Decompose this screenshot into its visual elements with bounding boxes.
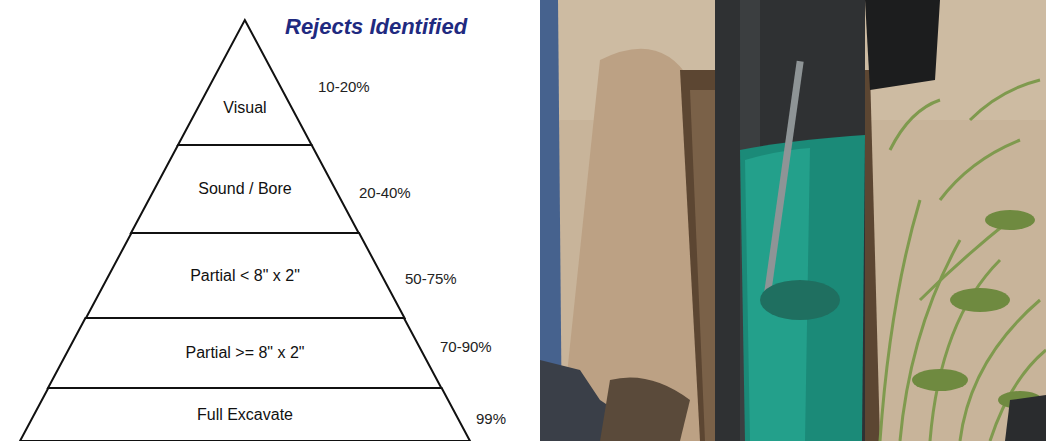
pyramid-band: Full Excavate xyxy=(20,388,470,441)
pyramid-band: Partial < 8" x 2" xyxy=(86,233,405,318)
pyramid-band: Visual xyxy=(178,20,312,145)
pyramid-band: Partial >= 8" x 2" xyxy=(48,318,441,388)
diagram-title: Rejects Identified xyxy=(285,14,467,40)
band-label: Full Excavate xyxy=(197,406,293,424)
percentage-label: 10-20% xyxy=(318,78,370,95)
percentage-label: 70-90% xyxy=(440,338,492,355)
band-label: Partial >= 8" x 2" xyxy=(185,344,304,362)
percentage-label: 99% xyxy=(476,410,506,427)
percentage-label: 50-75% xyxy=(405,270,457,287)
band-label: Partial < 8" x 2" xyxy=(190,267,300,285)
band-label: Visual xyxy=(223,99,266,117)
percentage-label: 20-40% xyxy=(359,184,411,201)
band-label: Sound / Bore xyxy=(198,180,291,198)
band-outline xyxy=(178,20,312,145)
pyramid-band: Sound / Bore xyxy=(131,145,359,233)
pole-excavation-photo xyxy=(540,0,1046,441)
